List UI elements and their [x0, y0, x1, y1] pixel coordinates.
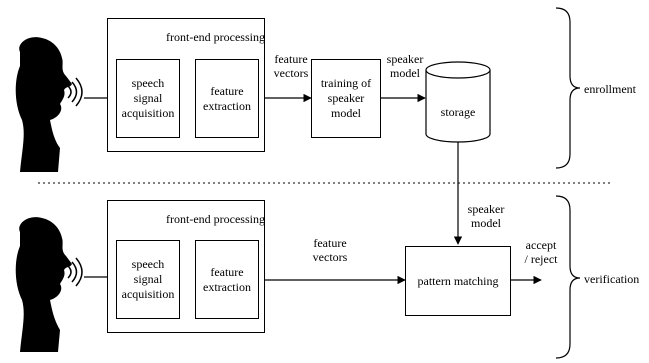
feature-vectors-line-1: feature [313, 236, 347, 250]
verification-label: verification [584, 272, 640, 286]
feature-vectors-line-2: vectors [273, 66, 309, 80]
speaker-model-line-2: model [471, 216, 501, 230]
speech-line-1: speech [131, 76, 165, 90]
decision-label: accept / reject [516, 238, 566, 266]
speech-line-1: speech [131, 257, 165, 271]
training-line-2: speaker [327, 91, 365, 105]
feature-line-2: extraction [203, 279, 251, 294]
enrollment-label: enrollment [584, 82, 636, 96]
speech-line-2: signal [133, 91, 163, 105]
speaker-model-label-top: speaker model [383, 52, 427, 80]
speaker-model-line-1: speaker [467, 202, 505, 216]
feature-line-1: feature [210, 264, 244, 279]
feature-extraction-box-bottom: feature extraction [195, 240, 259, 319]
feature-vectors-line-1: feature [274, 52, 308, 66]
decision-line-2: / reject [524, 252, 558, 266]
feature-vectors-label-bottom: feature vectors [308, 236, 352, 264]
feature-line-1: feature [210, 83, 244, 98]
speaker-model-line-1: speaker [386, 52, 424, 66]
speaker-model-line-2: model [390, 66, 420, 80]
speech-acquisition-box-top: speech signal acquisition [116, 59, 180, 138]
training-line-3: model [330, 106, 361, 120]
front-end-title-top: front-end processing [166, 30, 265, 44]
training-box: training of speaker model [311, 59, 381, 138]
speaker-head-icon-bottom [15, 217, 83, 352]
speech-acquisition-box-bottom: speech signal acquisition [116, 240, 180, 319]
enrollment-brace [555, 7, 581, 169]
verification-brace [555, 195, 581, 359]
speech-line-2: signal [133, 272, 163, 286]
storage-cylinder [425, 61, 491, 143]
pattern-matching-box: pattern matching [405, 246, 511, 316]
training-line-1: training of [320, 76, 372, 90]
decision-line-1: accept [525, 238, 557, 252]
speech-line-3: acquisition [121, 106, 175, 120]
speech-line-3: acquisition [121, 287, 175, 301]
front-end-title-bottom: front-end processing [166, 212, 265, 226]
storage-label: storage [440, 105, 476, 119]
feature-line-2: extraction [203, 98, 251, 113]
feature-vectors-label-top: feature vectors [269, 52, 313, 80]
feature-extraction-box-top: feature extraction [195, 59, 259, 138]
speaker-head-icon-top [15, 37, 83, 172]
feature-vectors-line-2: vectors [312, 250, 348, 264]
speaker-model-label-bottom: speaker model [464, 202, 508, 230]
